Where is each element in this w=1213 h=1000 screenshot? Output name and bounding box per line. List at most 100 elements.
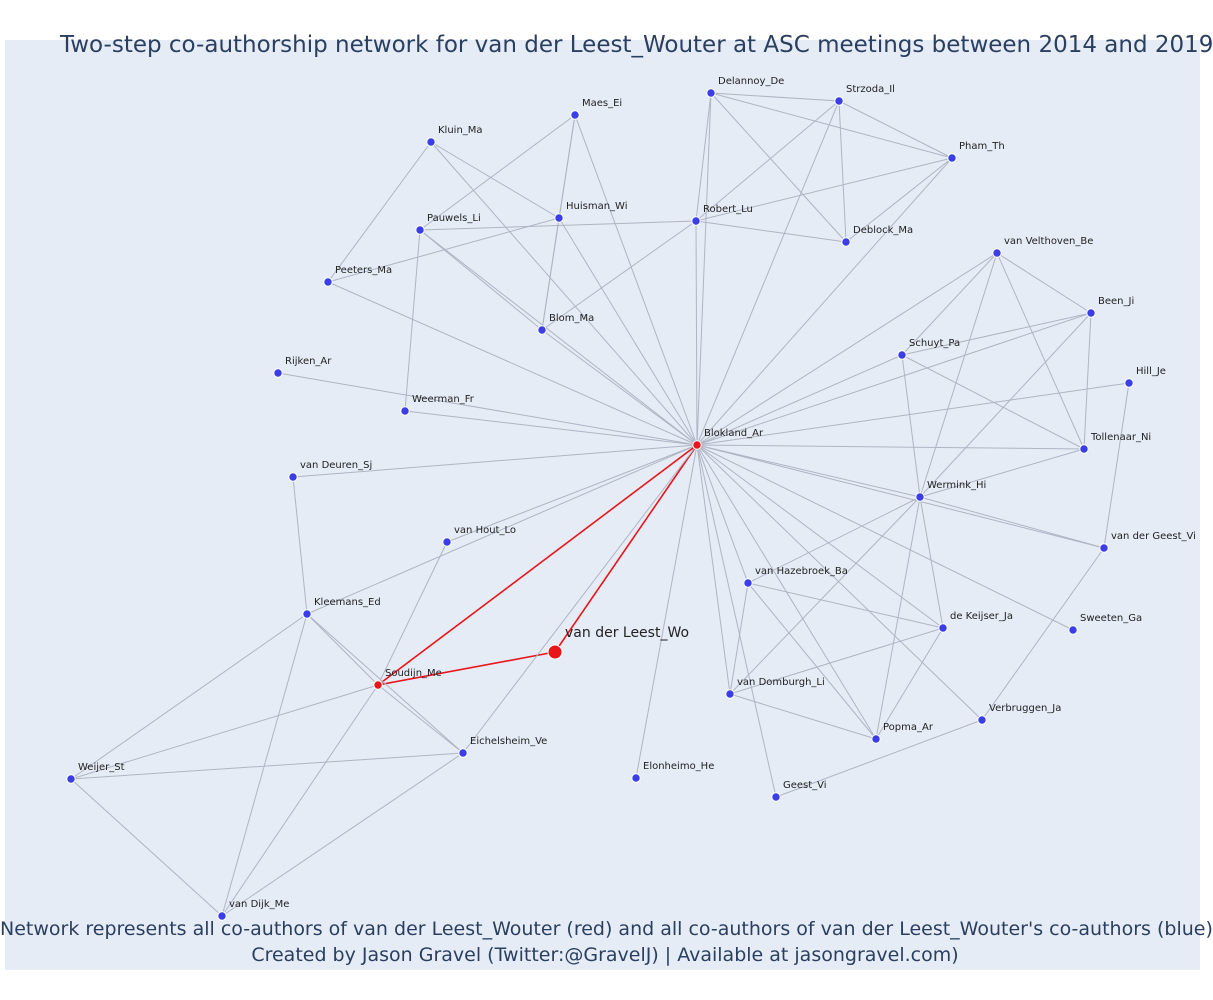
edge-kluin-ma-peeters-ma — [327, 141, 432, 283]
node-strzoda-il[interactable] — [834, 96, 844, 106]
node-label-sweeten-ga: Sweeten_Ga — [1080, 613, 1142, 624]
edge-blokland-ar-geest-vi — [696, 444, 777, 798]
node-label-elonheimo-he: Elonheimo_He — [643, 761, 714, 772]
node-weerman-fr[interactable] — [400, 406, 410, 416]
edge-eichelsheim-ve-van-dijk-me — [221, 752, 464, 917]
edge-blokland-ar-verbruggen-ja — [696, 444, 983, 721]
node-label-van-deuren-sj: van Deuren_Sj — [300, 460, 372, 471]
edge-kleemans-ed-van-dijk-me — [221, 613, 308, 917]
edge-wermink-hi-de-keijser-ja — [919, 496, 944, 629]
edge-soudijn-me-van-dijk-me — [221, 684, 379, 917]
node-van-deuren-sj[interactable] — [288, 472, 298, 482]
edge-delannoy-de-robert-lu — [695, 92, 712, 222]
node-label-soudijn-me: Soudijn_Me — [385, 668, 442, 679]
node-rijken-ar[interactable] — [273, 368, 283, 378]
caption-line-2: Created by Jason Gravel (Twitter:@Gravel… — [251, 944, 959, 966]
edge-robert-lu-deblock-ma — [695, 220, 847, 243]
node-sweeten-ga[interactable] — [1068, 625, 1078, 635]
edge-strzoda-il-deblock-ma — [838, 100, 847, 243]
edge-blokland-ar-tollenaar-ni — [696, 444, 1085, 450]
edge-blokland-ar-delannoy-de — [696, 92, 712, 446]
node-elonheimo-he[interactable] — [631, 773, 641, 783]
edge-van-der-geest-vi-verbruggen-ja — [981, 547, 1105, 721]
node-schuyt-pa[interactable] — [897, 350, 907, 360]
node-delannoy-de[interactable] — [706, 88, 716, 98]
edge-rijken-ar-blokland-ar — [277, 372, 698, 446]
node-label-kleemans-ed: Kleemans_Ed — [314, 597, 381, 608]
edge-been-ji-tollenaar-ni — [1083, 312, 1092, 450]
edge-blokland-ar-van-hazebroek-ba — [696, 444, 749, 584]
node-blokland-ar[interactable] — [692, 440, 702, 450]
node-blom-ma[interactable] — [537, 325, 547, 335]
node-wermink-hi[interactable] — [915, 492, 925, 502]
node-label-delannoy-de: Delannoy_De — [718, 76, 784, 87]
node-robert-lu[interactable] — [691, 216, 701, 226]
edge-verbruggen-ja-geest-vi — [775, 719, 983, 798]
edge-blokland-ar-van-deuren-sj — [292, 444, 698, 478]
edge-wermink-hi-van-hazebroek-ba — [747, 496, 921, 584]
edge-tollenaar-ni-wermink-hi — [919, 448, 1085, 498]
node-van-hout-lo[interactable] — [442, 537, 452, 547]
node-hill-je[interactable] — [1124, 378, 1134, 388]
node-label-van-hazebroek-ba: van Hazebroek_Ba — [755, 566, 848, 577]
node-kluin-ma[interactable] — [426, 137, 436, 147]
node-kleemans-ed[interactable] — [302, 609, 312, 619]
edge-van-hazebroek-ba-popma-ar — [747, 582, 877, 740]
node-maes-ei[interactable] — [570, 110, 580, 120]
node-label-hill-je: Hill_Je — [1136, 366, 1166, 377]
node-pham-th[interactable] — [947, 153, 957, 163]
network-graph: van der Leest_WoBlokland_ArSoudijn_MeDel… — [66, 76, 1196, 921]
node-van-dijk-me[interactable] — [217, 911, 227, 921]
node-soudijn-me[interactable] — [373, 680, 383, 690]
node-tollenaar-ni[interactable] — [1079, 444, 1089, 454]
node-peeters-ma[interactable] — [323, 277, 333, 287]
edge-pauwels-li-weerman-fr — [404, 229, 421, 412]
node-pauwels-li[interactable] — [415, 225, 425, 235]
edge-van-velthoven-be-tollenaar-ni — [996, 252, 1085, 450]
edge-kleemans-ed-eichelsheim-ve — [306, 613, 464, 754]
node-label-rijken-ar: Rijken_Ar — [285, 356, 332, 367]
edge-maes-ei-pauwels-li — [419, 114, 576, 231]
node-label-blokland-ar: Blokland_Ar — [704, 428, 764, 439]
node-van-hazebroek-ba[interactable] — [743, 578, 753, 588]
labels-layer: van der Leest_WoBlokland_ArSoudijn_MeDel… — [78, 76, 1196, 910]
edge-schuyt-pa-tollenaar-ni — [901, 354, 1085, 450]
edge-van-hazebroek-ba-de-keijser-ja — [747, 582, 944, 629]
edge-blokland-ar-wermink-hi — [696, 444, 921, 498]
edge-blokland-ar-strzoda-il — [696, 100, 840, 446]
node-van-der-leest-wo[interactable] — [547, 644, 563, 660]
node-van-domburgh-li[interactable] — [725, 689, 735, 699]
edge-strzoda-il-robert-lu — [695, 100, 840, 222]
node-label-kluin-ma: Kluin_Ma — [438, 125, 483, 136]
node-weijer-st[interactable] — [66, 774, 76, 784]
edge-blokland-ar-van-der-geest-vi — [696, 444, 1105, 549]
edge-blokland-ar-weerman-fr — [404, 410, 698, 446]
edge-blokland-ar-eichelsheim-ve — [462, 444, 698, 754]
node-huisman-wi[interactable] — [554, 213, 564, 223]
edge-weijer-st-van-dijk-me — [70, 778, 223, 917]
node-popma-ar[interactable] — [871, 734, 881, 744]
node-van-velthoven-be[interactable] — [992, 248, 1002, 258]
node-de-keijser-ja[interactable] — [938, 623, 948, 633]
node-label-van-velthoven-be: van Velthoven_Be — [1004, 236, 1093, 247]
edge-van-hazebroek-ba-van-domburgh-li — [729, 582, 749, 695]
node-deblock-ma[interactable] — [841, 237, 851, 247]
node-verbruggen-ja[interactable] — [977, 715, 987, 725]
edge-kluin-ma-huisman-wi — [430, 141, 560, 219]
chart-title: Two-step co-authorship network for van d… — [60, 32, 1213, 58]
edge-van-domburgh-li-popma-ar — [729, 693, 877, 740]
node-geest-vi[interactable] — [771, 792, 781, 802]
node-van-der-geest-vi[interactable] — [1099, 543, 1109, 553]
node-label-strzoda-il: Strzoda_Il — [846, 84, 895, 95]
node-label-verbruggen-ja: Verbruggen_Ja — [989, 703, 1061, 714]
edge-soudijn-me-eichelsheim-ve — [377, 684, 464, 754]
edge-wermink-hi-van-domburgh-li — [729, 496, 921, 695]
node-been-ji[interactable] — [1086, 308, 1096, 318]
edge-robert-lu-blom-ma — [541, 220, 697, 331]
node-label-popma-ar: Popma_Ar — [883, 722, 934, 733]
edge-blokland-ar-blom-ma — [541, 329, 698, 446]
node-eichelsheim-ve[interactable] — [458, 748, 468, 758]
edge-blokland-ar-kluin-ma — [430, 141, 698, 446]
edge-blokland-ar-van-velthoven-be — [696, 252, 998, 446]
